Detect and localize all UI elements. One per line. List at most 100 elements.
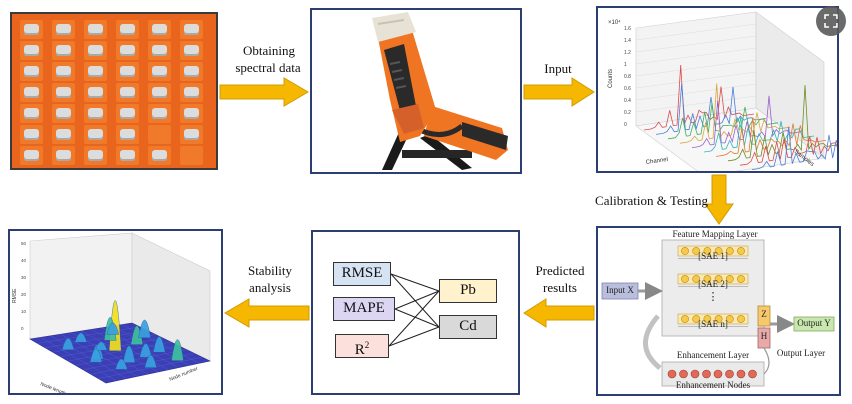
sample-vial xyxy=(120,24,135,35)
sample-vial xyxy=(152,87,167,98)
arrow-metrics-to-surface xyxy=(224,298,310,328)
tray-cell xyxy=(20,41,43,60)
surface-ztick: 20 xyxy=(21,292,27,297)
tray-cell xyxy=(20,20,43,39)
enhancement-node xyxy=(702,369,711,379)
tray-cell xyxy=(148,20,171,39)
stability-label-line1: Stability xyxy=(247,263,293,278)
surface-spike xyxy=(138,319,151,338)
input-x-label: Input X xyxy=(606,285,634,295)
sample-vial xyxy=(24,150,39,161)
sae-node xyxy=(703,275,712,283)
r2-label: R xyxy=(354,342,365,358)
bls-network-diagram: Feature Mapping Layer Input X Z H Output… xyxy=(596,226,841,396)
sample-vial xyxy=(120,66,135,77)
sample-vial xyxy=(24,108,39,119)
sae-node xyxy=(692,247,701,255)
spectra-ylabel: Counts xyxy=(608,69,614,88)
sample-vial xyxy=(120,87,135,98)
tray-cell xyxy=(148,83,171,102)
tray-cell xyxy=(148,41,171,60)
tray-cell xyxy=(116,125,139,144)
spectrum-line xyxy=(727,85,837,162)
expand-button[interactable] xyxy=(816,6,846,36)
sae-node-row xyxy=(677,273,749,285)
sample-vial xyxy=(152,66,167,77)
sae-node xyxy=(681,247,689,255)
tray-cell xyxy=(20,62,43,81)
surface-ztick: 50 xyxy=(21,241,27,246)
sample-vial xyxy=(24,66,39,77)
spectra-ytick: 0.8 xyxy=(624,74,631,80)
sae-node xyxy=(692,275,701,283)
surface-spike xyxy=(115,358,128,370)
mape-box: MAPE xyxy=(333,297,395,321)
stability-label-line2: analysis xyxy=(249,280,291,295)
grid-line xyxy=(635,83,757,101)
grid-line xyxy=(635,35,757,53)
sample-vial xyxy=(88,24,103,35)
tray-cell xyxy=(52,104,75,123)
spectrum-line xyxy=(703,116,815,153)
surface-spike xyxy=(152,336,166,353)
sae-node xyxy=(714,247,723,255)
tray-cell xyxy=(180,125,203,144)
z-node-label: Z xyxy=(761,309,767,319)
tray-cell xyxy=(180,62,203,81)
spectra-ytick: 0.6 xyxy=(624,86,631,92)
tray-cell xyxy=(52,125,75,144)
tray-cell xyxy=(84,20,107,39)
tray-cell xyxy=(84,41,107,60)
sample-vial xyxy=(56,24,71,35)
surface-spike xyxy=(94,341,108,351)
surface-zlabel: RMSE xyxy=(12,288,18,303)
sample-vial xyxy=(88,129,103,140)
surface-ztick: 30 xyxy=(21,275,27,280)
sample-vial xyxy=(152,150,167,161)
surface-spike xyxy=(122,345,136,363)
xrf-device-illustration xyxy=(312,10,520,172)
tray-cell xyxy=(52,62,75,81)
sample-vial xyxy=(56,150,71,161)
tray-cell xyxy=(148,62,171,81)
sample-vial xyxy=(56,129,71,140)
rmse-box: RMSE xyxy=(333,262,391,286)
obtaining-label-line1: Obtaining xyxy=(243,43,295,58)
spectra-ytick: 1.6 xyxy=(624,26,631,32)
sae-node xyxy=(703,247,712,255)
tray-cell xyxy=(148,125,171,144)
tray-cell xyxy=(52,41,75,60)
grid-line xyxy=(635,47,757,65)
sample-tray-photo xyxy=(10,12,218,170)
tray-cell xyxy=(116,104,139,123)
grid-line xyxy=(635,71,757,89)
calibration-label: Calibration & Testing xyxy=(595,193,708,208)
tray-cell xyxy=(20,125,43,144)
sae-node xyxy=(681,315,689,323)
sample-vial xyxy=(24,45,39,56)
surface-ztick: 0 xyxy=(21,326,24,331)
r2-superscript: 2 xyxy=(364,340,370,350)
sae-divider xyxy=(678,326,748,327)
tray-cell xyxy=(84,62,107,81)
enhancement-node xyxy=(679,369,688,379)
tray-cell xyxy=(84,104,107,123)
sample-vial xyxy=(184,108,199,119)
sae-node xyxy=(737,275,745,283)
grid-line xyxy=(635,95,757,113)
bls-network-svg xyxy=(598,228,839,394)
xrf-device-photo xyxy=(310,8,522,174)
enhancement-node xyxy=(725,369,734,379)
spectra-ytick: 0.4 xyxy=(624,98,631,104)
surface-ztick: 40 xyxy=(21,258,27,263)
spectrum-line xyxy=(655,83,767,135)
sae-node xyxy=(714,315,723,323)
tray-cell xyxy=(116,83,139,102)
sample-vial xyxy=(88,45,103,56)
sample-vial xyxy=(152,45,167,56)
predicted-label-line1: Predicted xyxy=(535,263,585,278)
sample-vial xyxy=(184,45,199,56)
sample-vial xyxy=(152,24,167,35)
sample-vial xyxy=(184,129,199,140)
